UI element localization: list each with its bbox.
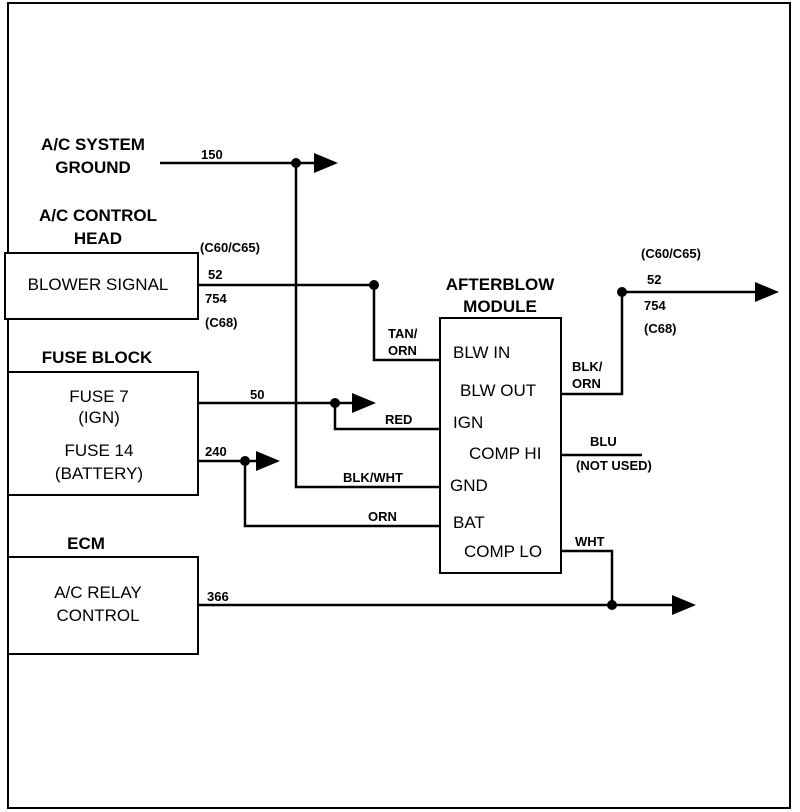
wire-label-240: 240 xyxy=(205,444,227,459)
wire-label-wht: WHT xyxy=(575,534,605,549)
wire-label-blk-wht: BLK/WHT xyxy=(343,470,403,485)
wire-label-50: 50 xyxy=(250,387,264,402)
fuse14-text-2: (BATTERY) xyxy=(55,464,143,483)
junction-dot xyxy=(617,287,627,297)
arrow-150 xyxy=(314,153,338,173)
fuse7-text-2: (IGN) xyxy=(78,408,120,427)
wire-label-blk: BLK/ xyxy=(572,359,603,374)
wire-tan-orn xyxy=(372,285,440,362)
fuse-block-label: FUSE BLOCK xyxy=(42,348,153,367)
junction-dot xyxy=(291,158,301,168)
wire-label-right-52: 52 xyxy=(647,272,661,287)
pin-blw-out: BLW OUT xyxy=(460,381,536,400)
junction-dot xyxy=(607,600,617,610)
pin-bat: BAT xyxy=(453,513,485,532)
arrow-366 xyxy=(672,595,696,615)
wire-orn xyxy=(243,461,440,528)
wire-label-right-754: 754 xyxy=(644,298,666,313)
ac-control-head-label-2: HEAD xyxy=(74,229,122,248)
wire-wht xyxy=(561,549,614,605)
fuse-block-box xyxy=(7,371,199,496)
wire-blk-orn xyxy=(561,290,757,396)
blower-signal-text: BLOWER SIGNAL xyxy=(28,275,169,294)
wire-label-blu: BLU xyxy=(590,434,617,449)
ac-relay-control-text-1: A/C RELAY xyxy=(54,583,142,602)
pin-gnd: GND xyxy=(450,476,488,495)
junction-dot xyxy=(369,280,379,290)
wire-label-left-c68: (C68) xyxy=(205,315,238,330)
wire-label-right-connector: (C60/C65) xyxy=(641,246,701,261)
pin-blw-in: BLW IN xyxy=(453,343,510,362)
ac-control-head-label-1: A/C CONTROL xyxy=(39,206,157,225)
pin-ign: IGN xyxy=(453,413,483,432)
ac-system-ground-label-1: A/C SYSTEM xyxy=(41,135,145,154)
ecm-label: ECM xyxy=(67,534,105,553)
pin-comp-hi: COMP HI xyxy=(469,444,541,463)
wire-label-left-52: 52 xyxy=(208,267,222,282)
fuse14-text-1: FUSE 14 xyxy=(65,441,134,460)
afterblow-module-label-2: MODULE xyxy=(463,297,537,316)
wire-label-right-c68: (C68) xyxy=(644,321,677,336)
wire-blk-wht-gnd xyxy=(294,163,440,489)
wire-label-tan: TAN/ xyxy=(388,326,418,341)
arrow-50 xyxy=(352,393,376,413)
ac-relay-control-text-2: CONTROL xyxy=(56,606,139,625)
wire-label-orn-2: ORN xyxy=(368,509,397,524)
wire-label-red: RED xyxy=(385,412,412,427)
fuse7-text-1: FUSE 7 xyxy=(69,387,129,406)
wire-label-150: 150 xyxy=(201,147,223,162)
wire-label-not-used: (NOT USED) xyxy=(576,458,652,473)
arrow-52-right xyxy=(755,282,779,302)
pin-comp-lo: COMP LO xyxy=(464,542,542,561)
wire-red xyxy=(333,403,440,431)
wire-label-orn-3: ORN xyxy=(572,376,601,391)
wire-label-orn-1: ORN xyxy=(388,343,417,358)
junction-dot xyxy=(240,456,250,466)
ac-system-ground-label-2: GROUND xyxy=(55,158,131,177)
wire-label-366: 366 xyxy=(207,589,229,604)
afterblow-module-label-1: AFTERBLOW xyxy=(446,275,556,294)
arrow-240 xyxy=(256,451,280,471)
blower-signal-box xyxy=(4,252,199,320)
wire-label-left-754: 754 xyxy=(205,291,227,306)
afterblow-module-box xyxy=(439,317,562,574)
junction-dot xyxy=(330,398,340,408)
wire-label-left-connector: (C60/C65) xyxy=(200,240,260,255)
